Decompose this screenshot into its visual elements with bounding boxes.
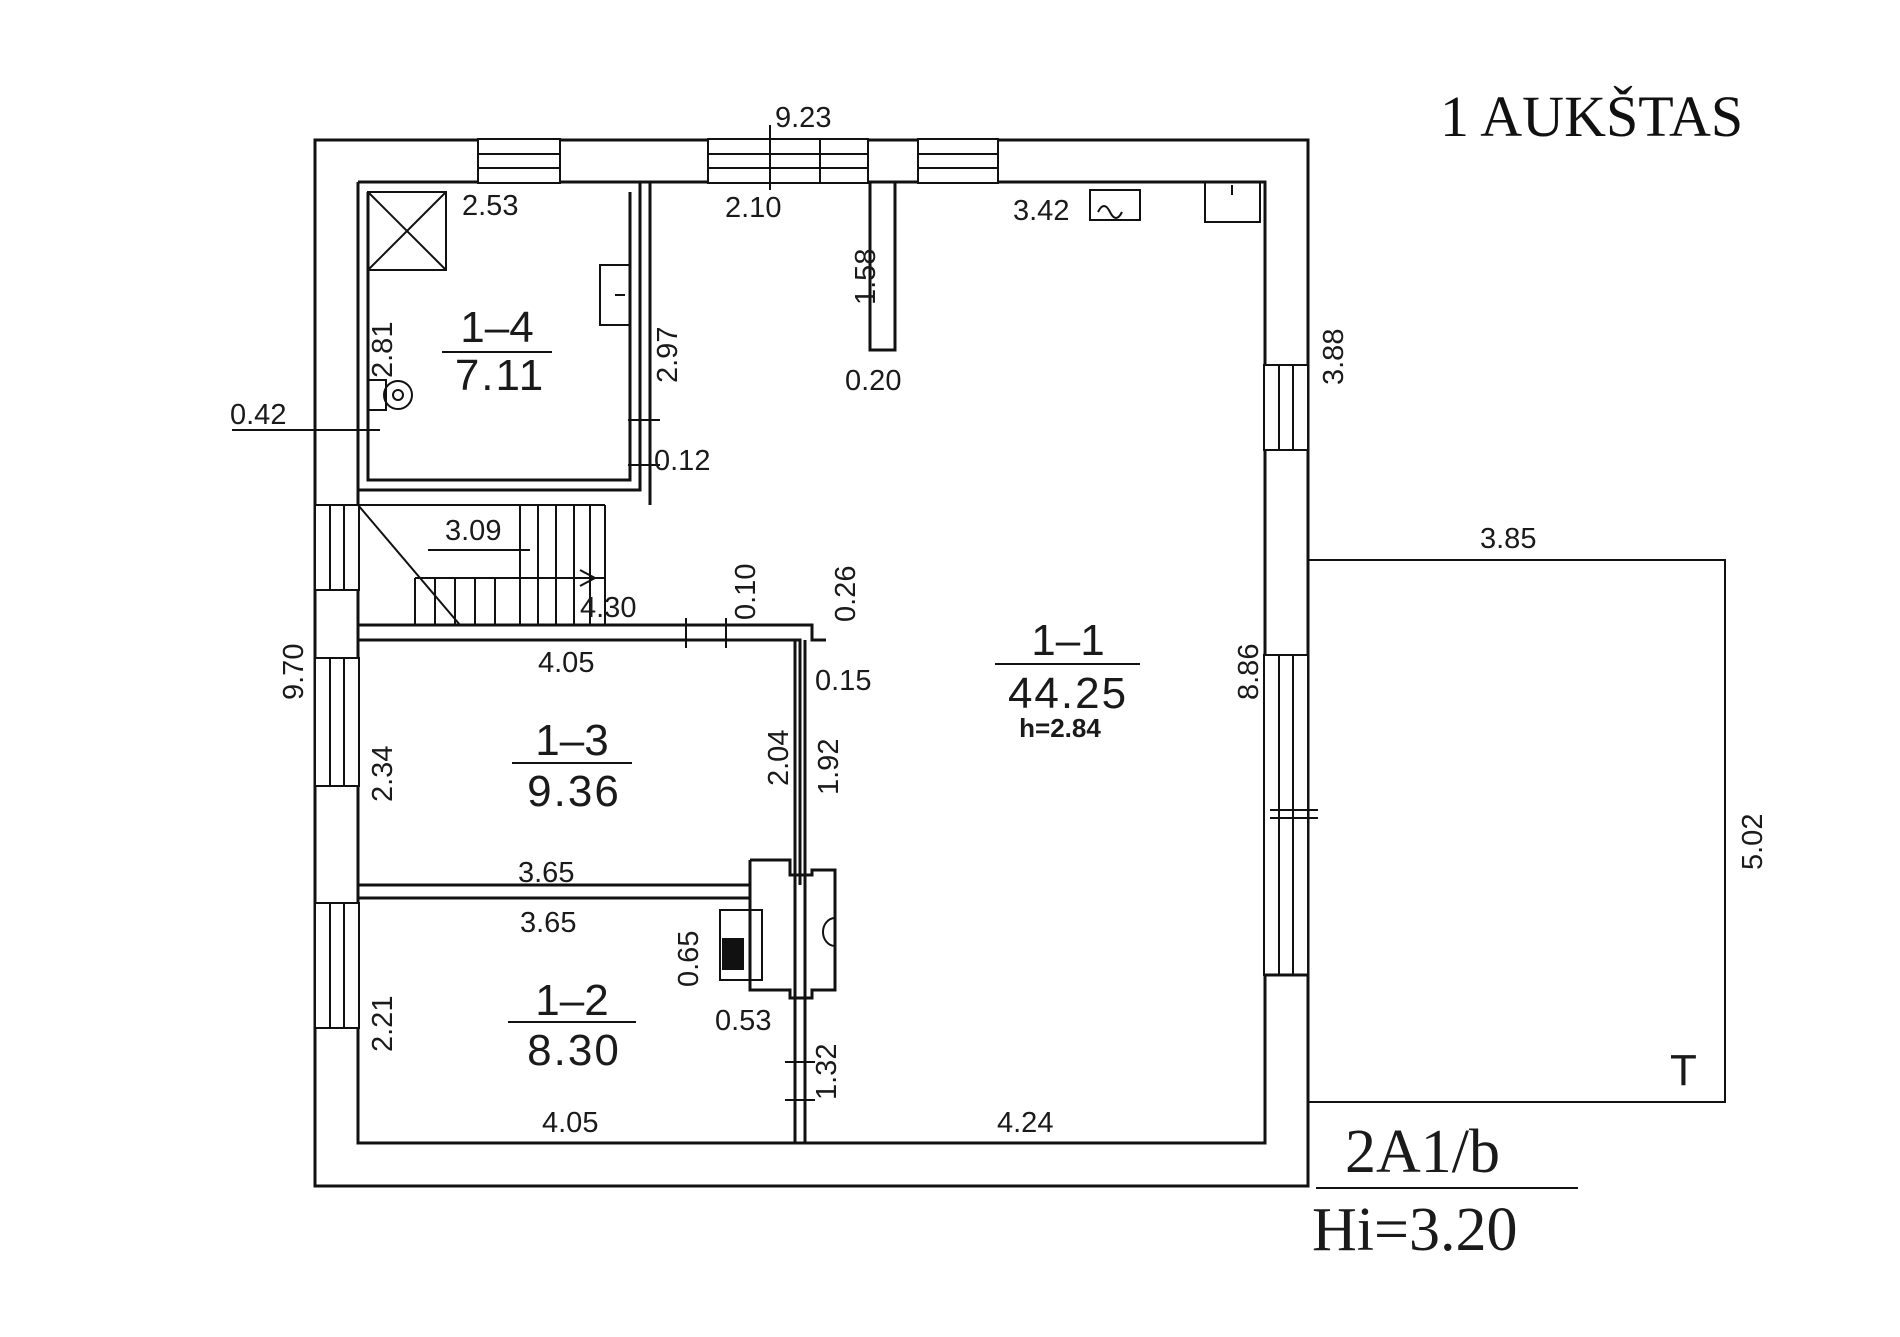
dim-stove-065: 0.65 xyxy=(673,931,705,987)
kitchen-fixtures xyxy=(1089,181,1261,223)
room-1-1-area: 44.25 xyxy=(1008,669,1128,718)
stove-icon xyxy=(719,858,837,1000)
room-1-3-id: 1–3 xyxy=(535,716,608,765)
room-1-4-area: 7.11 xyxy=(455,351,545,400)
dim-room13-right: 2.04 xyxy=(763,730,795,786)
dim-kitchen-top: 3.42 xyxy=(1013,195,1069,227)
room-1-4-id: 1–4 xyxy=(460,303,533,352)
dim-partition-len: 1.58 xyxy=(850,249,882,305)
dim-top-total: 9.23 xyxy=(775,102,831,134)
right-windows xyxy=(1263,364,1318,976)
dim-partition-w: 0.20 xyxy=(845,365,901,397)
dim-wall-012: 0.12 xyxy=(654,445,710,477)
dim-wall-015: 0.15 xyxy=(815,665,871,697)
dim-room12-top: 3.65 xyxy=(520,907,576,939)
dim-wc-right: 2.97 xyxy=(652,327,684,383)
room-1-1-id: 1–1 xyxy=(1031,616,1104,665)
terrace-outline xyxy=(1308,559,1726,1103)
dim-main-right: 8.86 xyxy=(1233,644,1265,700)
dim-room12-bottom: 4.05 xyxy=(542,1107,598,1139)
sink-icon xyxy=(599,264,631,326)
dim-stair-309: 3.09 xyxy=(445,515,501,547)
dimension-labels: 9.23 2.53 2.10 3.42 0.20 0.42 0.12 3.09 … xyxy=(230,102,1536,1139)
dim-room12-right: 1.32 xyxy=(811,1044,843,1100)
plan-title: 1 AUKŠTAS xyxy=(1440,84,1743,149)
room-1-2-label: 1–2 8.30 xyxy=(508,976,636,1075)
room-1-3-area: 9.36 xyxy=(527,767,621,816)
room-1-3-walls xyxy=(358,618,826,1143)
dim-stair-430: 4.30 xyxy=(580,592,636,624)
terrace-label: T xyxy=(1670,1046,1697,1095)
height-info: Hi=3.20 xyxy=(1312,1196,1517,1264)
dim-left-total: 9.70 xyxy=(278,644,310,700)
room-1-3-label: 1–3 9.36 xyxy=(512,716,632,816)
room-1-1-label: 1–1 44.25 h=2.84 xyxy=(995,616,1140,743)
dim-wc-top: 2.53 xyxy=(462,190,518,222)
staircase xyxy=(357,504,606,626)
room-1-1-height: h=2.84 xyxy=(1019,713,1101,743)
vertical-dimension-labels: 1.58 2.81 2.97 3.88 0.10 0.26 9.70 8.86 … xyxy=(278,249,1769,1100)
room-1-4-walls xyxy=(356,181,660,505)
shower-icon xyxy=(367,191,447,271)
dim-wall-042: 0.42 xyxy=(230,399,286,431)
leader-lines xyxy=(232,429,1578,1189)
dim-main-bottom: 4.24 xyxy=(997,1107,1053,1139)
dim-wall-010: 0.10 xyxy=(730,564,762,620)
dim-hall-top: 2.10 xyxy=(725,192,781,224)
room-1-2-area: 8.30 xyxy=(527,1026,621,1075)
building-code: 2A1/b xyxy=(1345,1118,1500,1186)
left-windows xyxy=(314,504,360,1029)
dim-room13-bottom: 3.65 xyxy=(518,857,574,889)
dim-wall-026: 0.26 xyxy=(830,566,862,622)
dim-terrace-right: 5.02 xyxy=(1737,814,1769,870)
dim-stove-053: 0.53 xyxy=(715,1005,771,1037)
room-1-4-label: 1–4 7.11 xyxy=(442,303,552,400)
room-1-2-id: 1–2 xyxy=(535,976,608,1025)
top-windows xyxy=(477,125,999,190)
dim-room13-left: 2.34 xyxy=(367,746,399,802)
dim-room13-top: 4.05 xyxy=(538,647,594,679)
dim-wc-side: 2.81 xyxy=(367,322,399,378)
dim-right-upper: 3.88 xyxy=(1318,329,1350,385)
dim-terrace-top: 3.85 xyxy=(1480,523,1536,555)
outer-walls xyxy=(313,138,1310,1188)
dim-room12-left: 2.21 xyxy=(367,996,399,1052)
toilet-icon xyxy=(367,379,413,411)
hall-partition xyxy=(868,182,897,352)
dim-room13-right2: 1.92 xyxy=(813,739,845,795)
